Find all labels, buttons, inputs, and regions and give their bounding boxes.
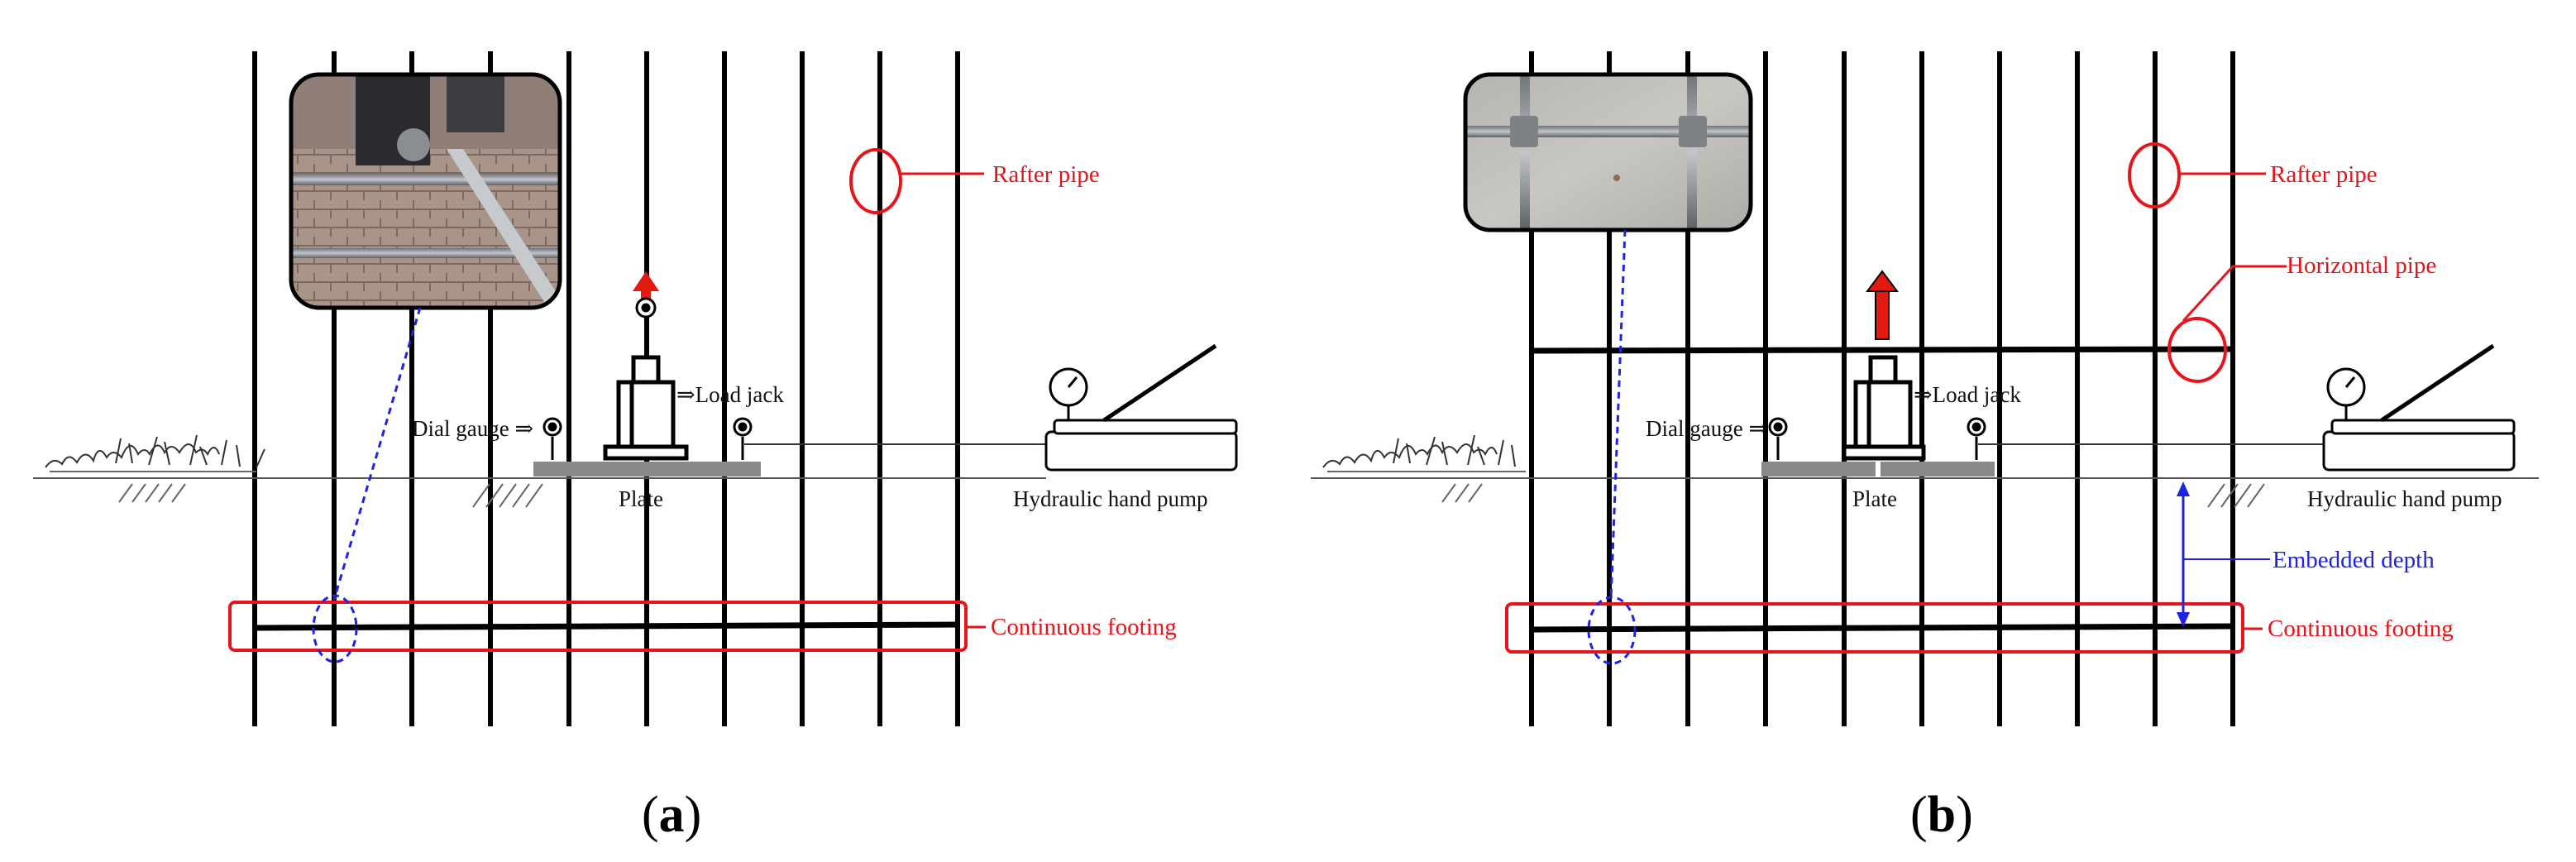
continuous-footing-label-b: Continuous footing	[2268, 615, 2454, 642]
site-photo-a	[289, 72, 562, 310]
hydraulic-pump-label-b: Hydraulic hand pump	[2307, 486, 2502, 511]
horizontal-pipe-label: Horizontal pipe	[2287, 252, 2436, 279]
dial-gauge-icon	[1768, 417, 1986, 460]
footing-pipe-b	[1531, 623, 2234, 633]
footing-connection-marker-b	[1587, 596, 1637, 665]
rafter-pipe-label-a: Rafter pipe	[992, 161, 1100, 188]
load-jack-label-b: ⇒Load jack	[1914, 382, 2021, 407]
panel-a: Continuous footing Rafter pipe Dial gaug…	[33, 51, 1238, 843]
site-photo-b	[1463, 72, 1753, 232]
soil-hatch-icon	[1441, 483, 2265, 508]
horizontal-pipe-marker	[2167, 317, 2227, 383]
horizontal-pipe	[1531, 346, 2234, 354]
soil-hatch-icon	[118, 483, 543, 508]
panel-caption-b: (b)	[1910, 787, 1973, 843]
dial-gauge-label-a: Dial gauge ⇒	[412, 416, 533, 441]
hydraulic-pump-icon	[1044, 343, 1238, 472]
embedded-depth-label: Embedded depth	[2273, 547, 2435, 573]
photo-leader-b	[1609, 229, 1627, 601]
panel-caption-a: (a)	[642, 787, 701, 843]
rafter-pipe-marker-a	[849, 148, 902, 214]
grass-icon	[45, 434, 265, 472]
load-jack-label-a: ⇒Load jack	[676, 382, 784, 407]
panel-b: Continuous footing Embedded depth Rafter…	[1311, 51, 2539, 843]
dial-gauge-icon	[542, 297, 753, 460]
continuous-footing-label-a: Continuous footing	[991, 614, 1177, 640]
photo-leader-a	[332, 307, 422, 601]
plate-label-b: Plate	[1852, 486, 1897, 511]
hydraulic-pump-icon	[2322, 343, 2516, 472]
load-jack-icon	[1842, 355, 1926, 461]
footing-connection-marker-a	[312, 594, 358, 663]
pull-arrow	[1866, 270, 1899, 340]
grass-icon	[1322, 434, 1526, 472]
embedded-depth-dimension	[2177, 481, 2270, 627]
rafter-pipe-marker-b	[2128, 142, 2181, 208]
dial-gauge-label-b: Dial gauge ⇒	[1646, 416, 1767, 441]
hydraulic-pump-label-a: Hydraulic hand pump	[1013, 486, 1207, 511]
plate	[533, 462, 761, 476]
load-jack-icon	[603, 355, 689, 461]
plate-label-a: Plate	[619, 486, 663, 511]
rafter-pipe-label-b: Rafter pipe	[2270, 161, 2378, 188]
footing-pipe-a	[254, 621, 958, 631]
